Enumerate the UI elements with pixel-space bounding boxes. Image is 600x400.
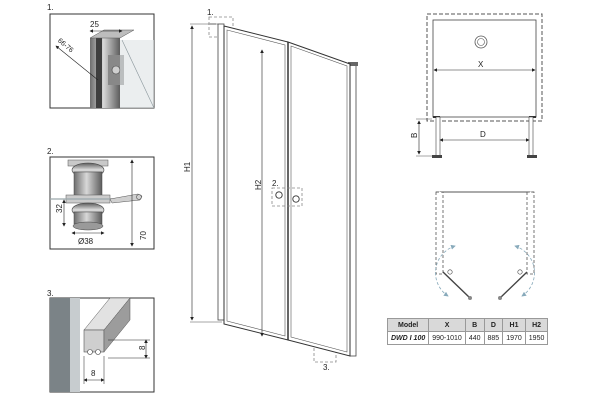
detail-3-dim-width: 8 xyxy=(83,356,105,384)
spec-table-header-row: Model X B D H1 H2 xyxy=(386,318,549,332)
x-label: X xyxy=(478,60,484,69)
right-profile-cap xyxy=(348,62,358,66)
front-callout-2: 2. xyxy=(272,179,279,188)
b-label: B xyxy=(410,133,419,138)
detail-2-height-value: 32 xyxy=(55,204,64,213)
detail-2-diameter-value: Ø38 xyxy=(78,237,94,246)
spec-cell-d: 885 xyxy=(483,331,504,345)
detail-2-panel: 2. 32 70 Ø38 xyxy=(47,147,155,250)
right-wall xyxy=(526,191,535,275)
detail-1-label: 1. xyxy=(47,3,54,12)
h1-label: H1 xyxy=(183,161,192,172)
top-plan-view: X D B xyxy=(410,13,543,158)
spec-header-x: X xyxy=(428,318,466,332)
spec-header-h1: H1 xyxy=(502,318,526,332)
front-callout-1: 1. xyxy=(207,8,214,17)
detail-2-dim-total: 70 xyxy=(130,159,148,247)
detail-3-height-value: 8 xyxy=(138,345,147,350)
detail-2-total-value: 70 xyxy=(139,231,148,240)
drain-icon xyxy=(474,35,488,49)
h2-label: H2 xyxy=(254,179,263,190)
detail-3-profile xyxy=(50,297,131,392)
detail-1-dim-width: 25 xyxy=(89,20,123,33)
detail-3-dim-height: 8 xyxy=(108,339,150,359)
left-wall-profile xyxy=(217,23,225,321)
detail-2-dim-diameter: Ø38 xyxy=(71,231,105,246)
spec-cell-x: 990-1010 xyxy=(428,331,466,345)
right-handle xyxy=(292,195,300,203)
spec-header-d: D xyxy=(483,318,504,332)
detail-3-label: 3. xyxy=(47,289,54,298)
spec-header-h2: H2 xyxy=(524,318,549,332)
detail-2-dim-height: 32 xyxy=(55,199,66,227)
spec-cell-h1: 1970 xyxy=(502,331,526,345)
callout-2-box xyxy=(271,187,303,207)
detail-1-profile xyxy=(89,29,155,109)
opening-plan-view xyxy=(435,191,535,300)
right-wall-profile xyxy=(349,63,357,357)
spec-table: Model X B D H1 H2 DWD I 100 990-1010 440… xyxy=(386,318,549,345)
table-row: DWD I 100 990-1010 440 885 1970 1950 xyxy=(386,331,549,345)
left-wall xyxy=(435,191,444,275)
right-door-swing xyxy=(499,271,528,299)
detail-2-knob xyxy=(50,159,143,231)
d-label: D xyxy=(480,130,486,139)
front-view: 1. 3. 2. H1 H2 xyxy=(183,8,358,372)
detail-1-panel: 1. 25 66-76 xyxy=(47,3,155,109)
spec-cell-model: DWD I 100 xyxy=(386,331,430,345)
tray-outline xyxy=(426,13,543,122)
front-callout-3: 3. xyxy=(323,363,330,372)
spec-cell-h2: 1950 xyxy=(524,331,549,345)
detail-3-panel: 3. 8 8 xyxy=(47,289,155,393)
detail-2-label: 2. xyxy=(47,147,54,156)
spec-cell-b: 440 xyxy=(464,331,485,345)
spec-header-model: Model xyxy=(386,318,430,332)
spec-header-b: B xyxy=(464,318,485,332)
detail-3-width-value: 8 xyxy=(91,369,96,378)
left-handle xyxy=(275,191,283,199)
detail-1-width-value: 25 xyxy=(90,20,99,29)
left-door-swing xyxy=(442,271,471,299)
